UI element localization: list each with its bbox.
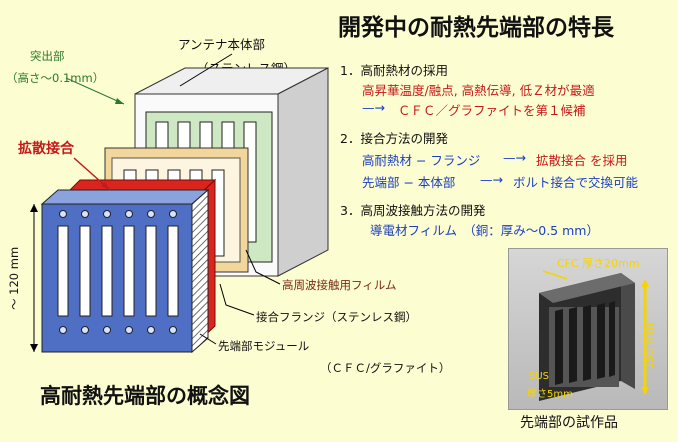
feature-1-line1: 高昇華温度/融点, 高熱伝導, 低Ｚ材が最適 [362,83,595,98]
feature-1-heading: 1．高耐熱材の採用 [340,63,448,78]
feature-2-heading: 2．接合方法の開発 [340,131,448,146]
feature-2-line1a: 高耐熱材 − フランジ [362,153,481,168]
antenna-body-label: アンテナ本体部 [178,37,266,52]
bonding-flange [104,147,249,273]
photo-sus-label: SUS [529,371,550,382]
bonding-flange-label: 接合フランジ（ステンレス鋼） [256,310,417,324]
antenna-body-material-label: （ステンレス鋼） [196,61,297,76]
tip-module-label: 先端部モジュール [218,339,310,353]
feature-2-line2a: 先端部 − 本体部 [362,175,456,190]
feature-1-line2: ＣＦＣ／グラファイトを第１候補 [398,103,586,118]
feature-2-arrow2: —→ [480,172,503,187]
feature-2-line2b: ボルト接合で交換可能 [513,175,639,190]
rf-film-label: 高周波接触用フィルム [282,278,397,292]
photo-sus-thickness: 厚さ5mm [527,389,573,400]
tip-module-material-label: （ＣＦＣ/グラファイト） [320,361,451,375]
feature-2-arrow1: —→ [503,150,526,165]
feature-1-arrow: —→ [362,100,385,115]
dimension-120-label: 〜 120 mm [7,246,21,310]
antenna-body-block [134,67,329,277]
diffusion-bonding-label: 拡散接合 [18,141,74,157]
protrusion-height-label: （高さ〜0.1mm） [6,71,105,85]
protrusion-label: 突出部 [30,49,65,63]
feature-3-heading: 3．高周波接触方法の開発 [340,203,486,218]
photo-dimension-150: 150 mm [643,323,656,369]
prototype-illustration [539,270,649,401]
concept-title: 高耐熱先端部の概念図 [40,384,250,408]
main-title: 開発中の耐熱先端部の特長 [338,15,614,41]
feature-3-line1: 導電材フィルム （銅：厚み〜0.5 mm） [370,223,599,238]
tip-module [40,188,210,354]
prototype-photo: CFC 厚さ20mm 150 mm SUS 厚さ5mm [508,248,668,410]
photo-cfc-label: CFC 厚さ20mm [557,257,640,270]
photo-caption: 先端部の試作品 [520,415,618,431]
feature-2-line1b: 拡散接合 を採用 [536,153,628,168]
